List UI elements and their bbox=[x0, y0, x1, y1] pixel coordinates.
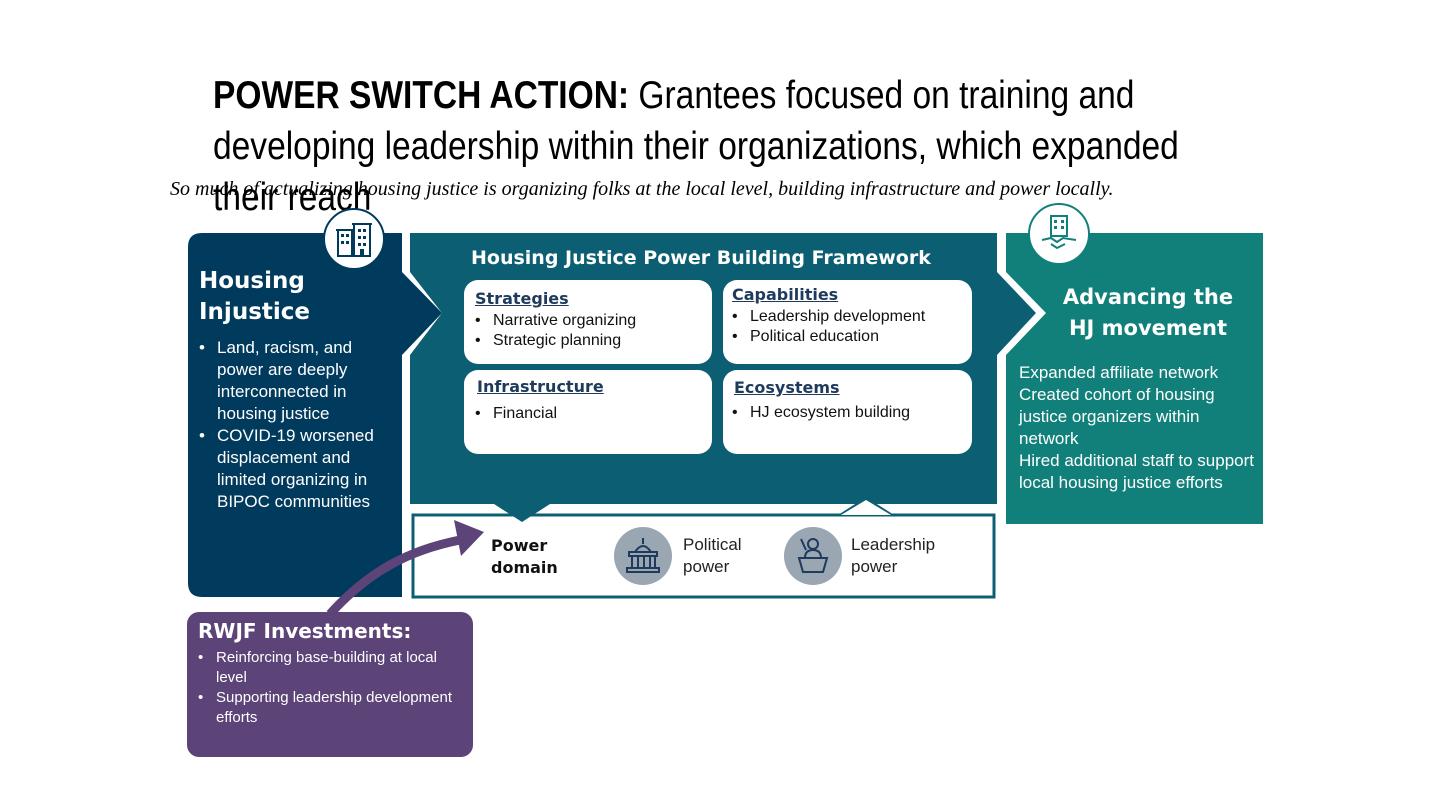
card-strategies: Strategies Narrative organizing Strategi… bbox=[464, 280, 712, 364]
leadership-power-label: Leadership power bbox=[851, 534, 935, 578]
handshake-building-icon bbox=[1041, 215, 1077, 250]
power-domain-line2: domain bbox=[491, 558, 558, 577]
page-subtitle: So much of actualizing housing justice i… bbox=[170, 178, 1114, 200]
card-ecosystems: Ecosystems HJ ecosystem building bbox=[723, 370, 972, 454]
framework-title: Housing Justice Power Building Framework bbox=[471, 247, 931, 269]
list-item: Hired additional staff to support local … bbox=[1019, 451, 1254, 492]
left-panel-title: Housing Injustice bbox=[199, 266, 310, 328]
apartment-building-icon bbox=[336, 223, 372, 257]
right-panel-title: Advancing the HJ movement bbox=[1006, 282, 1290, 344]
title-rest: Grantees focused on training and develop… bbox=[213, 74, 1179, 219]
right-panel-title-line2: HJ movement bbox=[1068, 316, 1228, 340]
card-title: Ecosystems bbox=[734, 378, 840, 397]
card-infrastructure: Infrastructure Financial bbox=[464, 370, 712, 454]
list-item: Financial bbox=[475, 404, 712, 424]
left-panel-bullets: Land, racism, and power are deeply inter… bbox=[199, 337, 389, 513]
page-title: POWER SWITCH ACTION: Grantees focused on… bbox=[213, 70, 1228, 223]
power-domain-notch-left bbox=[494, 504, 550, 522]
card-capabilities: Capabilities Leadership development Poli… bbox=[723, 280, 972, 364]
leadership-power-line1: Leadership bbox=[851, 535, 936, 554]
capitol-building-icon bbox=[626, 538, 660, 573]
list-item: Expanded affiliate network bbox=[1019, 363, 1219, 382]
list-item: Supporting leadership development effort… bbox=[198, 688, 460, 728]
list-item: Leadership development bbox=[732, 307, 972, 327]
right-panel-title-line1: Advancing the bbox=[1062, 285, 1234, 309]
speaker-podium-icon-bg bbox=[784, 527, 842, 585]
card-list: Leadership development Political educati… bbox=[732, 307, 972, 347]
political-power-line1: Political bbox=[683, 535, 742, 554]
list-item: COVID-19 worsened displacement and limit… bbox=[199, 425, 389, 513]
card-title: Capabilities bbox=[732, 285, 839, 304]
left-panel-title-line2: Injustice bbox=[199, 299, 310, 325]
list-item: Created cohort of housing justice organi… bbox=[1019, 385, 1215, 448]
political-power-line2: power bbox=[683, 557, 730, 576]
card-list: HJ ecosystem building bbox=[732, 403, 972, 423]
list-item: Strategic planning bbox=[475, 331, 712, 351]
title-bold: POWER SWITCH ACTION: bbox=[213, 74, 630, 117]
investments-title: RWJF Investments: bbox=[198, 619, 412, 643]
handshake-building-icon-bg bbox=[1028, 203, 1090, 265]
left-panel-title-line1: Housing bbox=[199, 268, 305, 294]
list-item: HJ ecosystem building bbox=[732, 403, 972, 423]
list-item: Political education bbox=[732, 327, 972, 347]
right-panel-shape bbox=[1006, 233, 1263, 524]
investment-arrow bbox=[326, 535, 461, 618]
card-title: Strategies bbox=[475, 289, 569, 308]
political-power-label: Political power bbox=[683, 534, 742, 578]
speaker-podium-icon bbox=[797, 538, 829, 573]
power-domain-label: Power domain bbox=[491, 535, 558, 579]
power-domain-line1: Power bbox=[491, 536, 548, 555]
right-panel-list: Expanded affiliate network Created cohor… bbox=[1019, 362, 1259, 494]
card-list: Financial bbox=[475, 404, 712, 424]
framework-shape bbox=[410, 233, 1036, 504]
card-title: Infrastructure bbox=[477, 377, 604, 396]
leadership-power-line2: power bbox=[851, 557, 898, 576]
list-item: Reinforcing base-building at local level bbox=[198, 648, 460, 688]
list-item: Land, racism, and power are deeply inter… bbox=[199, 337, 389, 425]
list-item: Narrative organizing bbox=[475, 311, 712, 331]
investments-bullets: Reinforcing base-building at local level… bbox=[198, 648, 460, 728]
card-list: Narrative organizing Strategic planning bbox=[475, 311, 712, 351]
